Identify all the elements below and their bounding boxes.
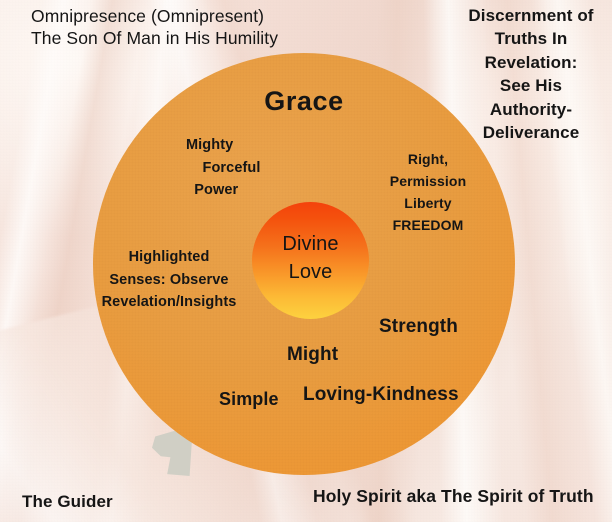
ring-label-right-permission-liberty-freedom: Right, Permission Liberty FREEDOM	[389, 151, 467, 234]
inner-circle-divine-love	[252, 202, 369, 319]
header-top-left: Omnipresence (Omnipresent) The Son Of Ma…	[31, 6, 279, 49]
ring-label-might: Might	[287, 344, 339, 365]
ring-label-loving-kindness: Loving-Kindness	[303, 384, 459, 405]
inner-circle-title: Divine Love	[282, 233, 339, 284]
ring-label-strength: Strength	[379, 316, 458, 337]
header-top-right: Discernment of Truths In Revelation: See…	[468, 6, 594, 143]
footer-bottom-left: The Guider	[22, 492, 113, 511]
ring-label-highlighted-senses: Highlighted Senses: Observe Revelation/I…	[101, 249, 237, 311]
footer-bottom-right: Holy Spirit aka The Spirit of Truth	[313, 486, 594, 506]
ring-label-simple: Simple	[219, 389, 279, 409]
outer-circle-title: Grace	[264, 86, 344, 116]
ring-label-mighty-forceful-power: Mighty Forceful Power	[186, 137, 261, 199]
outer-circle-grace	[93, 53, 515, 475]
